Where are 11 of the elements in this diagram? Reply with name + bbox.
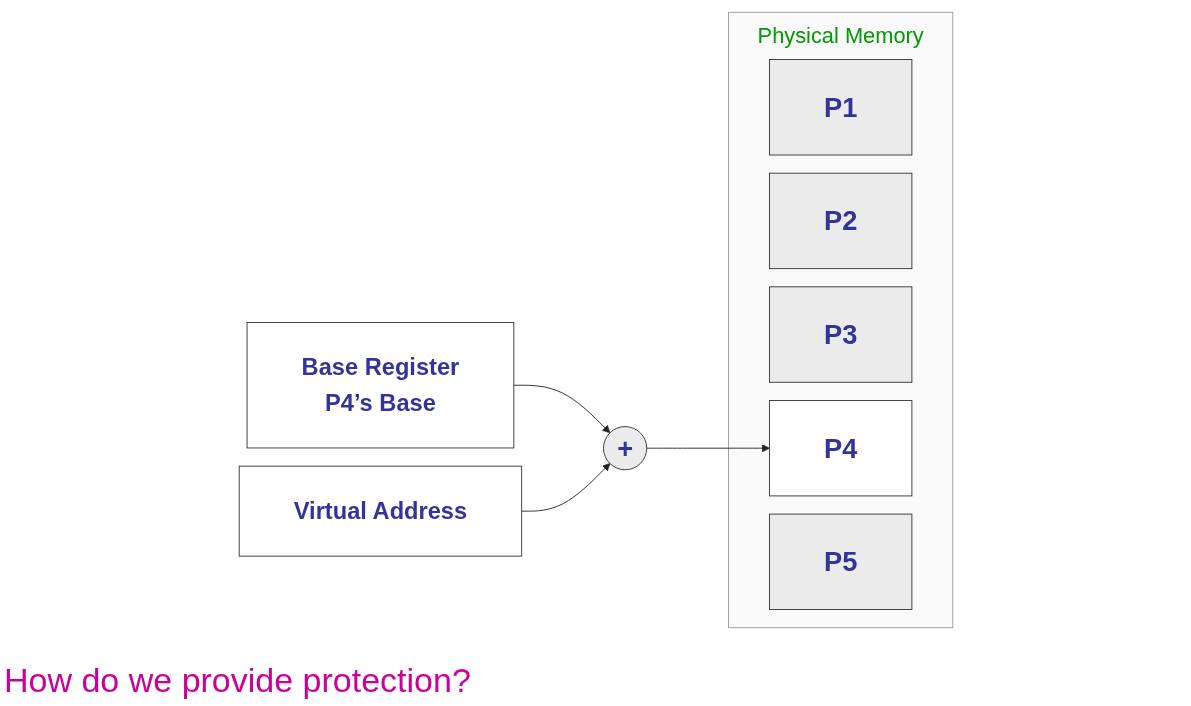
cluster <box>727 11 953 629</box>
node-circle <box>602 426 647 471</box>
node-box <box>246 322 514 449</box>
node-box <box>768 59 912 156</box>
node-box <box>768 400 912 497</box>
node-box <box>768 172 912 270</box>
question-note: How do we provide protection? <box>4 661 471 700</box>
node-box <box>768 513 912 610</box>
node-box <box>238 465 522 557</box>
node-box <box>768 286 912 383</box>
diagram: Physical Memory Base Register P4’s Base Virtual Address + P1 P2 P3 P4 P5 <box>5 5 1186 635</box>
